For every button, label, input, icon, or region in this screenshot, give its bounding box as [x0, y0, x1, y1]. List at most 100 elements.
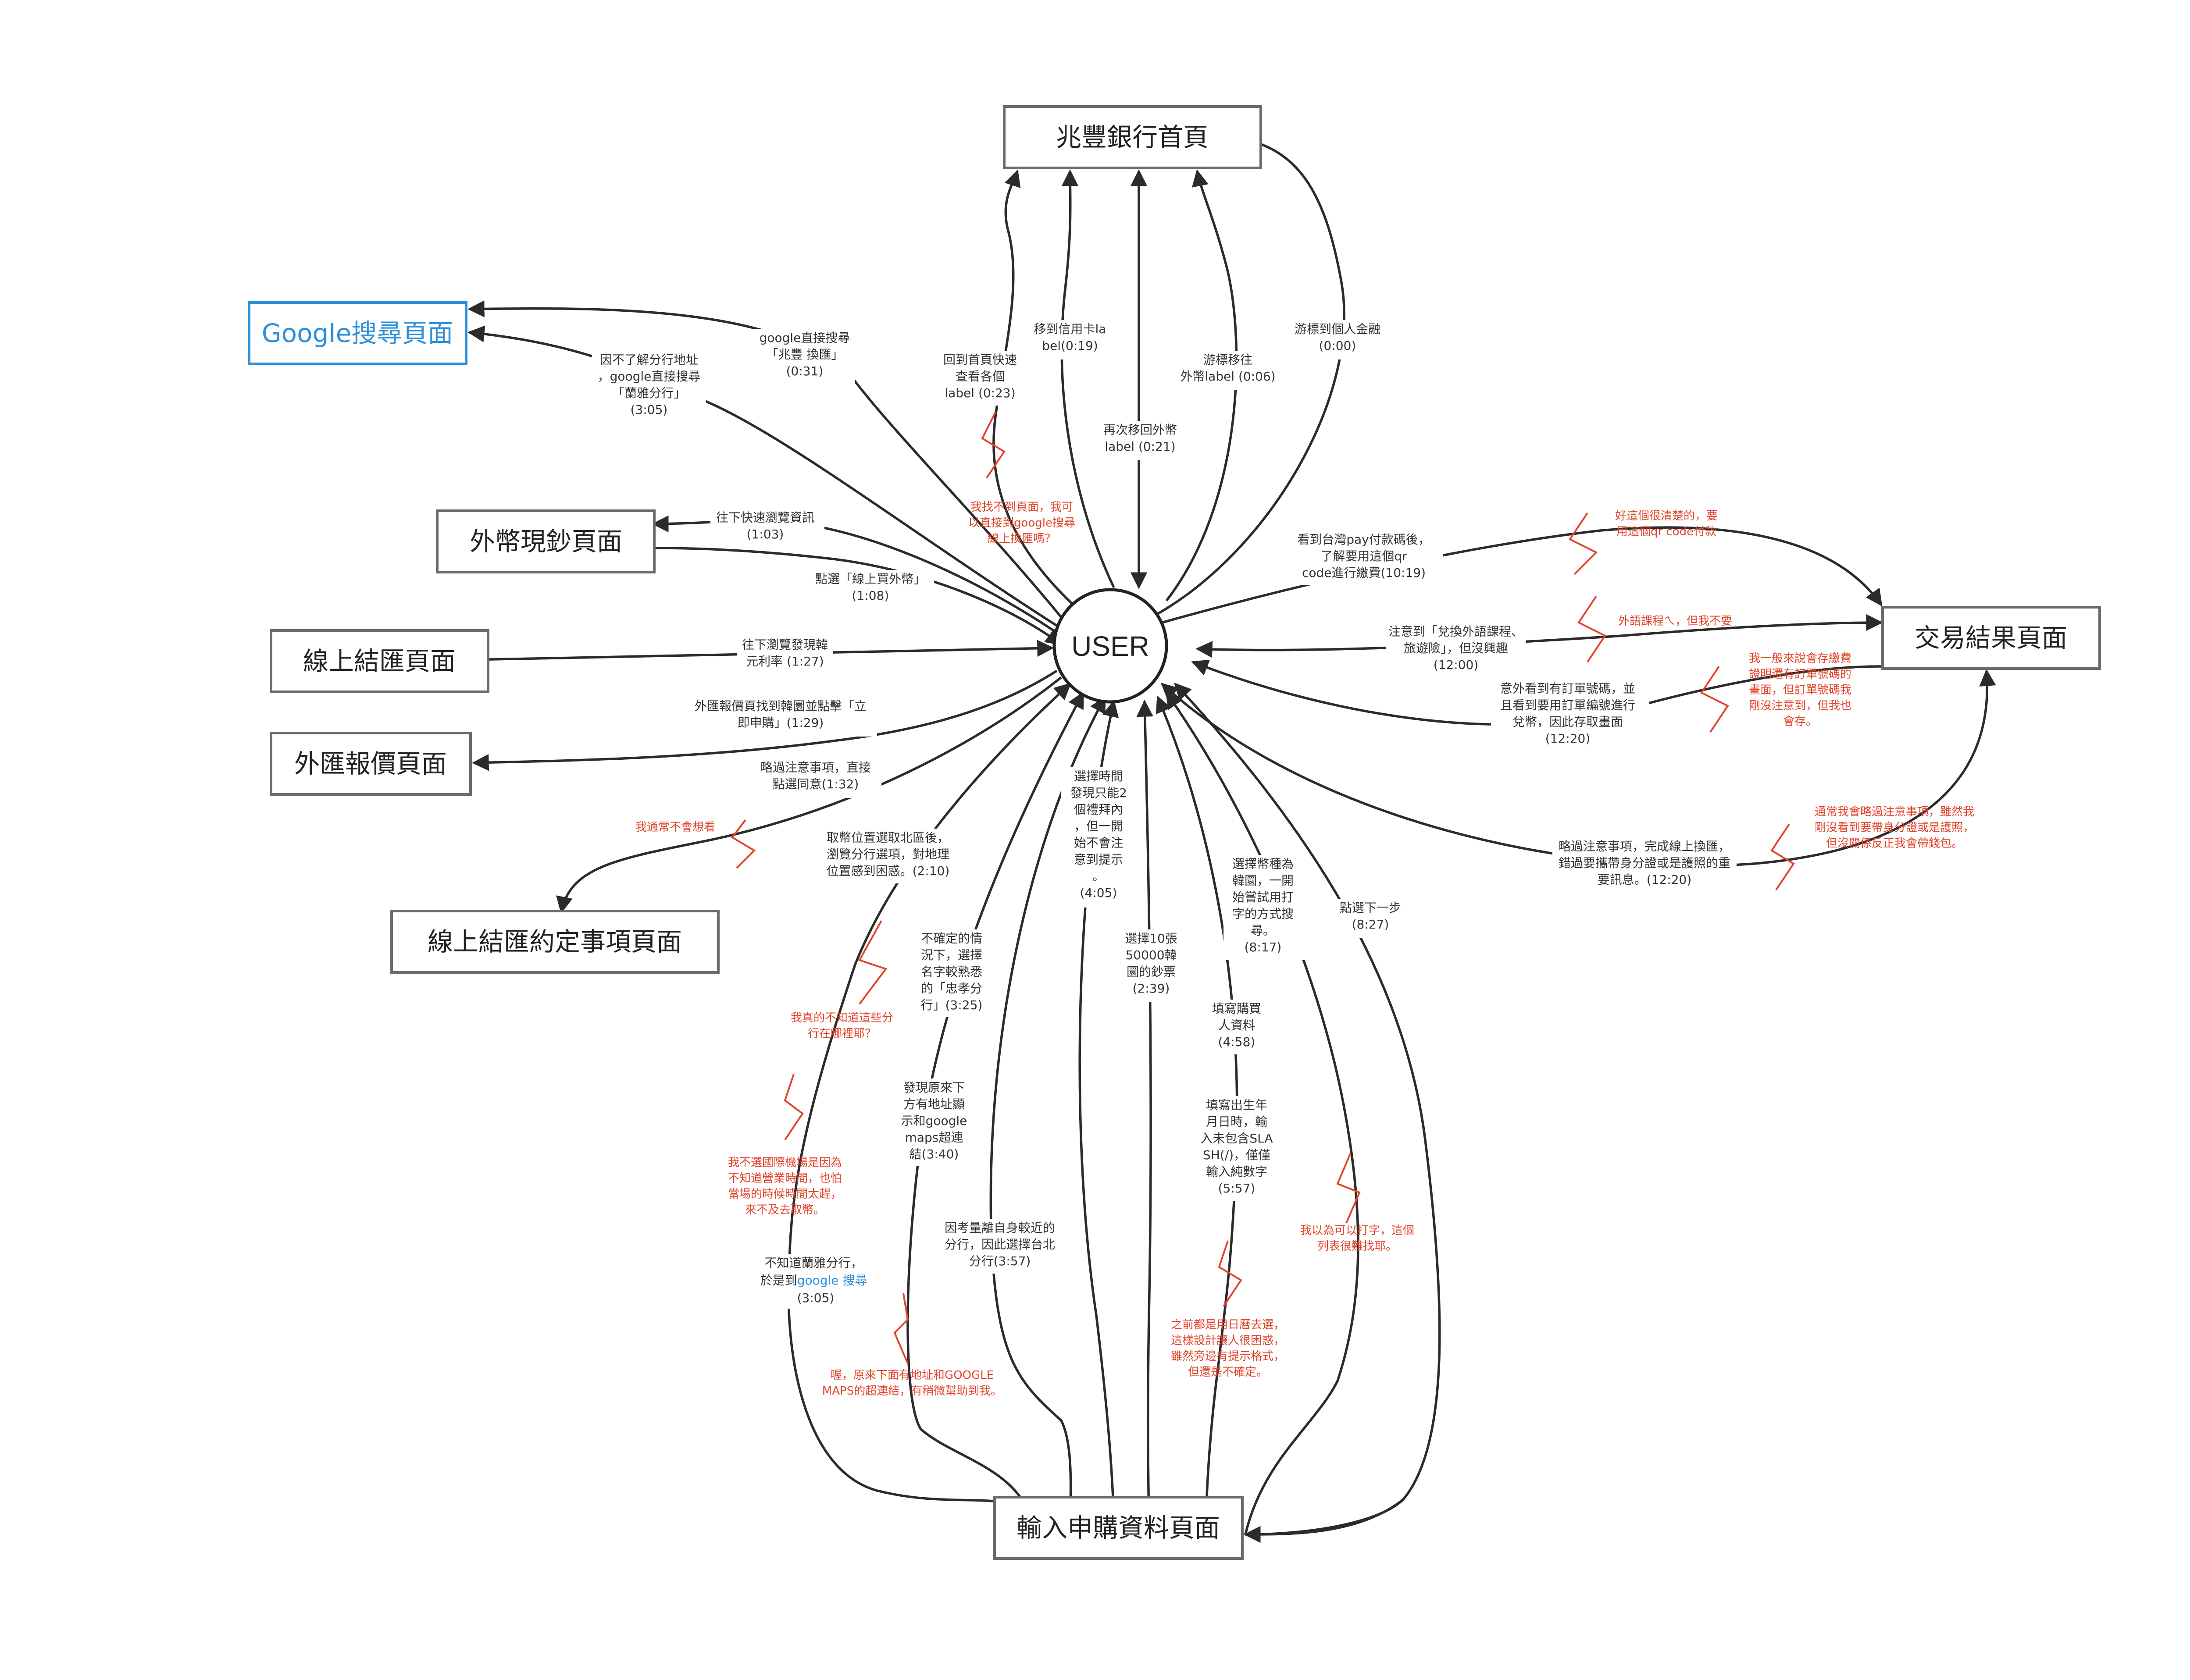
node-online-fx[interactable]: 線上結匯頁面	[270, 629, 489, 693]
node-fx-quote-label: 外匯報價頁面	[294, 749, 447, 779]
pain-zigzag	[1336, 1153, 1361, 1224]
label-line: 外語課程ㄟ，但我不要	[1618, 615, 1732, 628]
label-line: 之前都是用日曆去選，	[1171, 1318, 1285, 1331]
label-line: 兌幣，因此存取畫面	[1512, 715, 1623, 729]
label-line: (2:39)	[1133, 981, 1170, 996]
label-line: 我一般來說會存繳費	[1749, 652, 1851, 665]
label-line: 且看到要用訂單編號進行	[1500, 698, 1635, 712]
label-line: 這樣設計讓人很困惑，	[1171, 1334, 1285, 1347]
edge-0132	[556, 676, 1062, 914]
label-line: 剛沒看到要帶身分證或是護照，	[1815, 821, 1974, 834]
label-line: 錯過要攜帶身分證或是護照的重	[1559, 856, 1730, 870]
pain-zigzag	[1700, 666, 1729, 733]
pain-note-branch: 我真的不知道這些分行在哪裡耶？	[791, 1011, 893, 1040]
google-search-link[interactable]: google 搜尋	[797, 1273, 867, 1288]
node-google-search[interactable]: Google搜尋頁面	[248, 301, 467, 365]
label-line: label (0:21)	[1105, 439, 1175, 454]
label-line: 游標到個人金融	[1295, 322, 1380, 336]
node-google-search-label: Google搜尋頁面	[262, 318, 453, 348]
label-line: 我通常不會想看	[635, 821, 715, 834]
edge-label-0127: 往下瀏覽發現韓元利率 (1:27)	[742, 637, 828, 669]
label-line: 月日時，輸	[1206, 1114, 1267, 1129]
node-input[interactable]: 輸入申購資料頁面	[993, 1496, 1244, 1560]
node-bank-home[interactable]: 兆豐銀行首頁	[1003, 105, 1262, 169]
edge-label-0000: 游標到個人金融 (0:00)	[1295, 322, 1380, 353]
label-line: (0:00)	[1319, 338, 1356, 353]
user-node-label: USER	[1071, 630, 1149, 662]
pain-note-agree: 我通常不會想看	[635, 821, 715, 834]
label-line: 元利率 (1:27)	[746, 654, 824, 669]
edge-label-0357: 因考量離自身較近的分行，因此選擇台北分行(3:57)	[945, 1221, 1055, 1268]
label-line: 但還是不確定。	[1188, 1366, 1268, 1379]
node-online-fx-label: 線上結匯頁面	[303, 646, 456, 676]
node-result-label: 交易結果頁面	[1915, 623, 2067, 653]
edge-label-0817: 選擇幣種為韓圜，一開始嘗試用打字的方式搜尋。(8:17)	[1232, 857, 1294, 954]
user-node[interactable]: USER	[1052, 588, 1168, 704]
label-line: (4:05)	[1080, 886, 1117, 900]
edge-label-1200: 注意到「兌換外語課程、旅遊險」，但沒興趣(12:00)	[1388, 624, 1523, 672]
label-line: 以直接到google搜尋	[968, 516, 1075, 530]
label-line: 位置感到困惑。(2:10)	[827, 864, 950, 878]
pain-points: 我找不到頁面，我可以直接到google搜尋線上換匯嗎？ 我通常不會想看 我真的不…	[635, 412, 1974, 1398]
label-line: 外匯報價頁找到韓圜並點擊「立	[695, 699, 867, 713]
label-line: (12:20)	[1545, 731, 1591, 746]
pain-zigzag	[893, 1293, 909, 1364]
label-line: 喔，原來下面有地址和GOOGLE	[831, 1369, 994, 1382]
label-line: 會存。	[1783, 715, 1817, 728]
label-line: 「蘭雅分行」	[612, 386, 686, 400]
pain-zigzag	[981, 412, 1006, 479]
label-line: 尋。	[1251, 923, 1275, 938]
label-line: 我以為可以打字，這個	[1300, 1224, 1414, 1237]
node-agreement[interactable]: 線上結匯約定事項頁面	[390, 910, 720, 974]
pain-zigzag	[1577, 595, 1606, 663]
label-line: 意外看到有訂單號碼，並	[1500, 681, 1635, 696]
node-fx-cash[interactable]: 外幣現鈔頁面	[436, 509, 656, 573]
edge-0325	[906, 691, 1084, 1535]
node-result[interactable]: 交易結果頁面	[1881, 606, 2101, 670]
label-line: (1:08)	[852, 588, 889, 603]
label-line: 來不及去取幣。	[745, 1203, 825, 1217]
label-line: 不知道營業時間，也怕	[728, 1172, 842, 1185]
edge-label-0031: google直接搜尋「兆豐 換匯」(0:31)	[760, 331, 850, 378]
label-line: 略過注意事項，直接	[760, 760, 871, 775]
edge-label-0108: 點選「線上買外幣」 (1:08)	[815, 572, 926, 603]
node-fx-quote[interactable]: 外匯報價頁面	[270, 732, 472, 796]
label-line: 再次移回外幣	[1103, 423, 1177, 437]
label-line: 個禮拜內	[1074, 802, 1123, 817]
label-line: 證明還有訂單號碼的	[1749, 668, 1851, 681]
label-line: 始嘗試用打	[1232, 890, 1294, 904]
label-line: 點選「線上買外幣」	[815, 572, 926, 586]
edge-label-0006: 游標移往外幣label (0:06)	[1180, 352, 1275, 384]
label-line: 的「忠孝分	[921, 981, 982, 996]
label-line: label (0:23)	[945, 386, 1015, 400]
edge-1019	[1162, 526, 1883, 624]
pain-zigzag	[731, 819, 756, 869]
edge-0305a	[467, 325, 1066, 633]
label-line: 好這個很清楚的，要	[1615, 509, 1718, 523]
pain-note-google: 我找不到頁面，我可以直接到google搜尋線上換匯嗎？	[968, 501, 1075, 545]
label-line: 線上換匯嗎？	[988, 532, 1056, 545]
label-line: 點選下一步	[1340, 901, 1401, 915]
label-line: (8:17)	[1245, 940, 1282, 954]
edge-0210	[788, 683, 1071, 1272]
label-line: 我真的不知道這些分	[791, 1011, 893, 1025]
pain-note-type: 我以為可以打字，這個列表很難找耶。	[1300, 1224, 1414, 1253]
label-line: (8:27)	[1352, 917, 1389, 932]
node-agreement-label: 線上結匯約定事項頁面	[428, 927, 682, 957]
label-line: 點選同意(1:32)	[773, 777, 859, 791]
node-bank-home-label: 兆豐銀行首頁	[1056, 122, 1209, 152]
pain-zigzag	[1569, 512, 1598, 575]
label-line: 發現原來下	[903, 1080, 965, 1095]
edge-0239	[1136, 700, 1158, 1536]
edge-label-0021: 再次移回外幣 label (0:21)	[1103, 423, 1177, 454]
label-line: 填寫購買	[1212, 1001, 1261, 1016]
label-line: 往下快速瀏覽資訊	[716, 510, 814, 525]
label-line: 瀏覽分行選項，對地理	[827, 847, 949, 861]
label-line: 行」(3:25)	[921, 998, 983, 1012]
pain-note-airport: 我不選國際機場是因為不知道營業時間，也怕當場的時候時間太趕，來不及去取幣。	[728, 1156, 842, 1217]
